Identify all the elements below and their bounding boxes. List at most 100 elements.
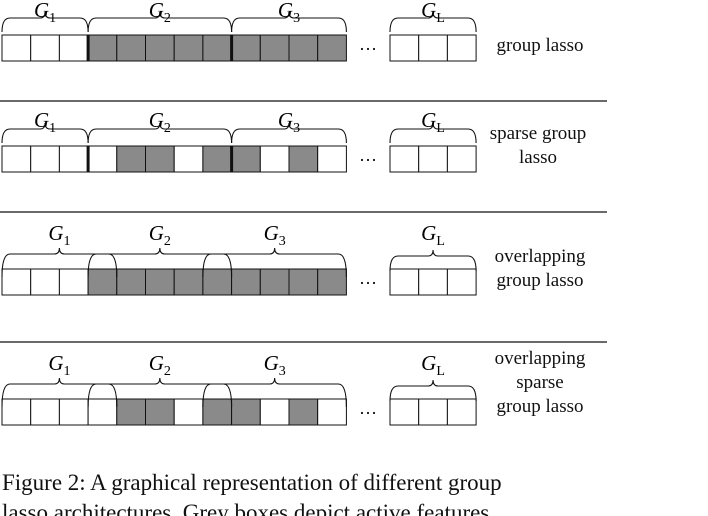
row4-gl-feature-3 (446, 398, 477, 426)
row3-label-gl: GL (421, 221, 445, 249)
row1-feature-2 (30, 34, 60, 62)
row2-label-g2: G2 (149, 108, 171, 136)
row2-label-g2-subscript: 2 (164, 121, 171, 136)
row1-label-g2-subscript: 2 (164, 11, 171, 26)
row-label-3-line: group lasso (496, 270, 584, 291)
row1-brace-g3 (231, 11, 347, 33)
row-label-2-line: lasso (519, 147, 557, 168)
row4-feature-7 (173, 398, 204, 426)
row3-brace-g3 (202, 247, 347, 278)
ellipsis: ··· (359, 403, 377, 423)
row1-feature-3 (58, 34, 89, 62)
row3-label-g2: G2 (149, 221, 171, 249)
row1-label-gl: GL (421, 0, 445, 26)
row1-brace-gl (389, 11, 477, 33)
row2-feature-1 (1, 145, 32, 173)
row1-brace-g2 (87, 11, 233, 33)
row4-feature-8 (202, 398, 233, 426)
row3-feature-2 (30, 268, 60, 296)
row3-feature-6 (145, 268, 175, 296)
row3-gl-feature-3 (446, 268, 477, 296)
row4-feature-9 (231, 398, 261, 426)
row3-brace-g1 (1, 247, 118, 278)
ellipsis: ··· (359, 273, 377, 293)
row-label-3: overlapping group lasso (465, 245, 615, 293)
row2-feature-9 (231, 145, 261, 173)
row1-label-g3: G3 (278, 0, 300, 26)
caption-line-1: Figure 2: A graphical representation of … (2, 470, 502, 495)
row2-label-g3-subscript: 3 (293, 121, 300, 136)
row1-label-g3-subscript: 3 (293, 11, 300, 26)
row1-feature-9 (231, 34, 261, 62)
row3-label-g3: G3 (264, 221, 286, 249)
row1-gl-feature-3 (446, 34, 477, 62)
row4-brace-g2 (87, 377, 233, 408)
row-label-3-line: overlapping (494, 246, 586, 267)
row2-feature-6 (145, 145, 175, 173)
row4-feature-12 (317, 398, 347, 426)
row-label-1: group lasso (465, 34, 615, 58)
row3-gl-feature-2 (418, 268, 448, 296)
row2-feature-3 (58, 145, 89, 173)
row4-label-g1-subscript: 1 (63, 364, 70, 379)
row3-feature-3 (58, 268, 89, 296)
row1-label-g1: G1 (34, 0, 56, 26)
row1-label-gl-subscript: L (436, 11, 445, 26)
row3-label-gl-subscript: L (436, 234, 445, 249)
row3-label-g1: G1 (48, 221, 70, 249)
row2-label-g1-subscript: 1 (49, 121, 56, 136)
row4-label-g2-subscript: 2 (164, 364, 171, 379)
row4-label-g2: G2 (149, 351, 171, 379)
row3-feature-10 (259, 268, 290, 296)
row-label-1-line: group lasso (496, 35, 584, 56)
row2-brace-gl (389, 122, 477, 144)
row4-feature-5 (116, 398, 147, 426)
row-label-4-line: sparse (516, 372, 564, 393)
row4-label-gl: GL (421, 351, 445, 379)
row2-gl-feature-1 (389, 145, 420, 173)
row2-feature-4 (87, 145, 118, 173)
row-label-2-line: sparse group (489, 123, 587, 144)
figure-caption: Figure 2: A graphical representation of … (2, 468, 610, 516)
row3-feature-9 (231, 268, 261, 296)
row3-feature-1 (1, 268, 32, 296)
row2-feature-12 (317, 145, 347, 173)
row4-feature-6 (145, 398, 175, 426)
row2-feature-5 (116, 145, 147, 173)
row1-feature-5 (116, 34, 147, 62)
row1-feature-4 (87, 34, 118, 62)
row3-brace-g2 (87, 247, 233, 278)
row2-feature-8 (202, 145, 233, 173)
row3-label-g2-subscript: 2 (164, 234, 171, 249)
row2-brace-g3 (231, 122, 347, 144)
row1-label-g1-subscript: 1 (49, 11, 56, 26)
row3-label-g3-subscript: 3 (279, 234, 286, 249)
row4-brace-g3 (202, 377, 347, 408)
row3-feature-7 (173, 268, 204, 296)
row4-gl-feature-2 (418, 398, 448, 426)
row2-label-g1: G1 (34, 108, 56, 136)
row4-label-g1: G1 (48, 351, 70, 379)
row2-feature-10 (259, 145, 290, 173)
ellipsis: ··· (359, 39, 377, 59)
caption-line-2: lasso architectures. Grey boxes depict a… (2, 500, 496, 516)
row2-label-gl: GL (421, 108, 445, 136)
row2-label-gl-subscript: L (436, 121, 445, 136)
row1-feature-6 (145, 34, 175, 62)
row1-feature-8 (202, 34, 233, 62)
row4-gl-feature-1 (389, 398, 420, 426)
row4-feature-4 (87, 398, 118, 426)
row2-brace-g2 (87, 122, 233, 144)
row1-feature-1 (1, 34, 32, 62)
row1-label-g2: G2 (149, 0, 171, 26)
row3-feature-12 (317, 268, 347, 296)
row-label-4-line: overlapping (494, 348, 586, 369)
row4-label-g3: G3 (264, 351, 286, 379)
row1-gl-feature-1 (389, 34, 420, 62)
row2-feature-11 (288, 145, 319, 173)
row3-feature-8 (202, 268, 233, 296)
row3-feature-5 (116, 268, 147, 296)
row2-label-g3: G3 (278, 108, 300, 136)
